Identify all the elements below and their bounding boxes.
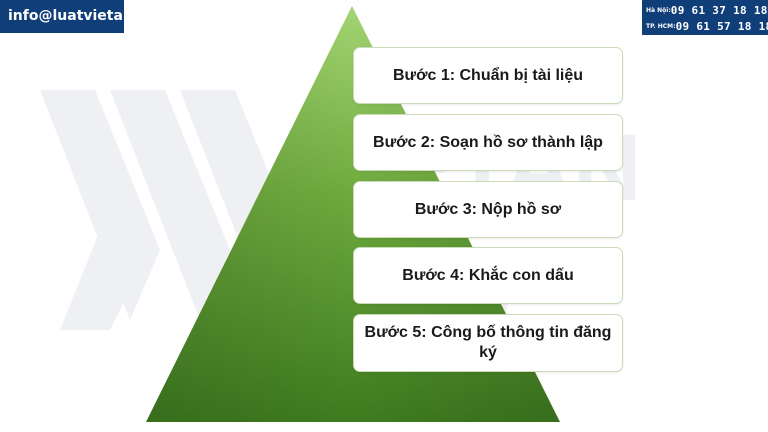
phone-number[interactable]: 09 61 57 18 18 [675, 19, 768, 33]
step-label: Bước 1: Chuẩn bị tài liệu [392, 66, 584, 84]
phone-row-hanoi: Hà Nội: 09 61 37 18 18 [646, 2, 767, 18]
phone-contact-box: Hà Nội: 09 61 37 18 18 TP. HCM: 09 61 57… [642, 0, 768, 35]
email-text: info@luatvietan.vn [8, 8, 158, 24]
phone-row-hcm: TP. HCM: 09 61 57 18 18 [646, 18, 768, 34]
step-label: Bước 2: Soạn hồ sơ thành lập [373, 133, 603, 151]
step-box-4: Bước 4: Khắc con dấu [353, 247, 623, 304]
step-label: Bước 3: Nộp hồ sơ [414, 200, 562, 218]
phone-number[interactable]: 09 61 37 18 18 [670, 3, 768, 17]
step-label: Bước 5: Công bố thông tin đăng ký [364, 324, 612, 361]
step-box-2: Bước 2: Soạn hồ sơ thành lập [353, 114, 623, 171]
email-badge[interactable]: info@luatvietan.vn [0, 0, 157, 33]
step-box-3: Bước 3: Nộp hồ sơ [353, 181, 623, 238]
step-label: Bước 4: Khắc con dấu [402, 266, 574, 284]
phone-city-label: TP. HCM: [646, 22, 676, 30]
step-box-5: Bước 5: Công bố thông tin đăng ký [353, 314, 623, 372]
phone-city-label: Hà Nội: [646, 6, 671, 14]
step-box-1: Bước 1: Chuẩn bị tài liệu [353, 47, 623, 104]
